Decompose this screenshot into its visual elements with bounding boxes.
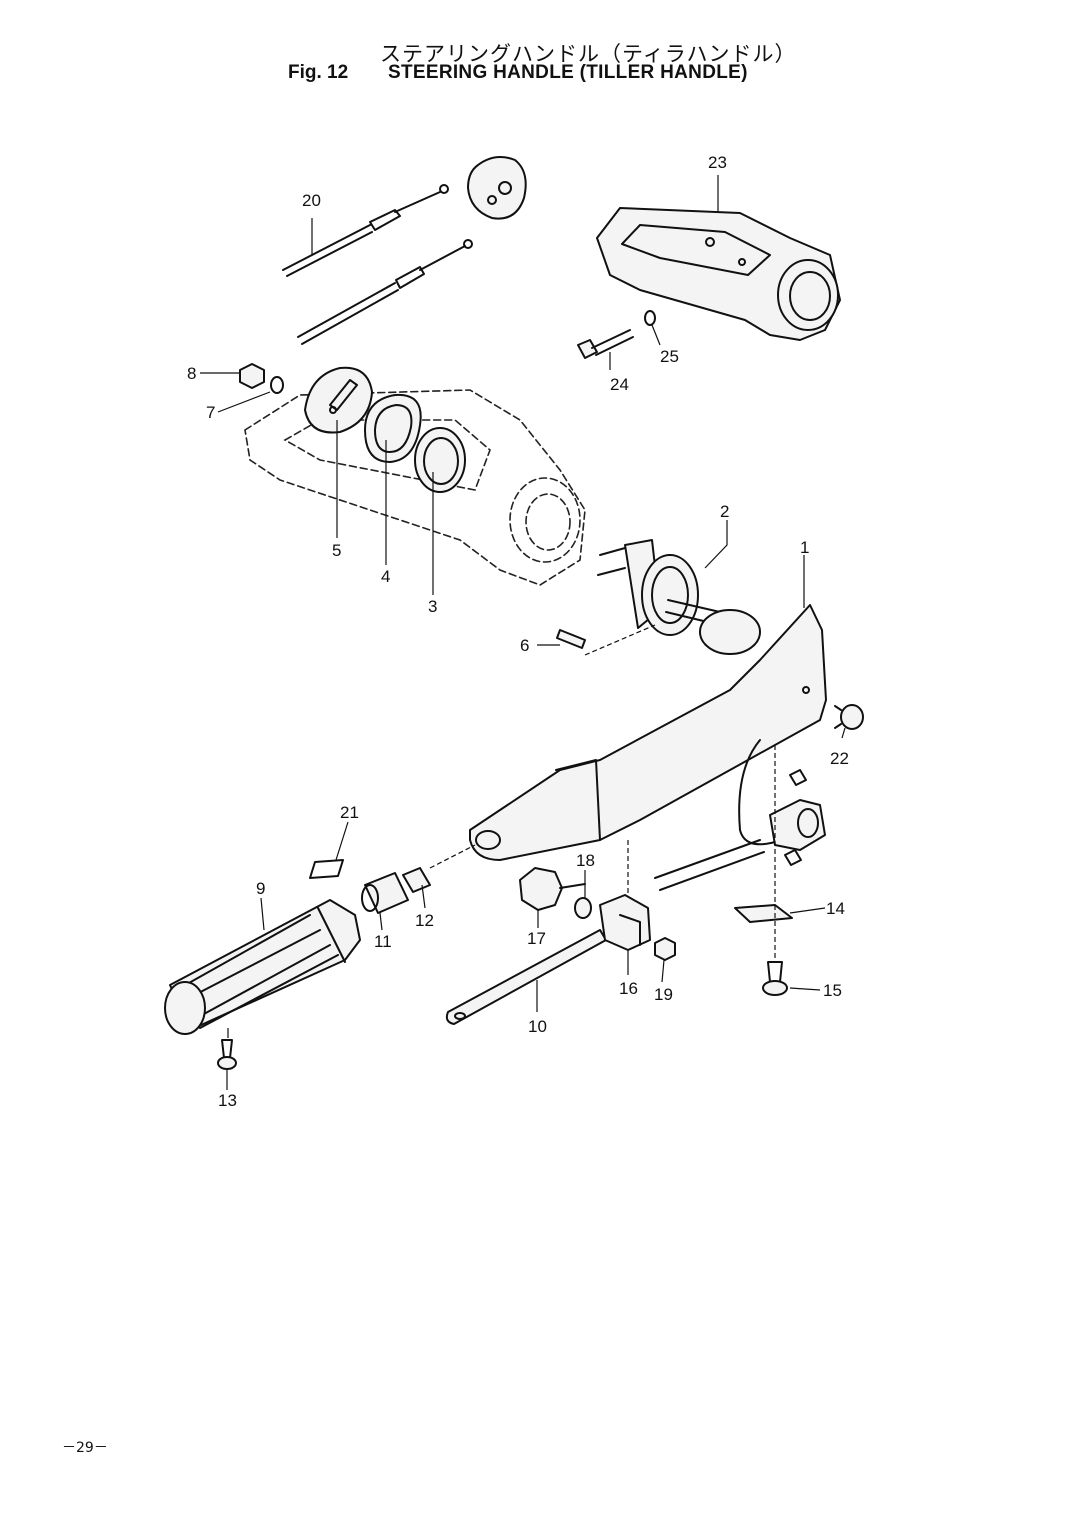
screw-part [217,1039,237,1070]
callout-13: 13 [218,1091,237,1110]
callout-14: 14 [826,899,845,918]
callout-18: 18 [576,851,595,870]
callout-labels: 1 2 3 4 5 6 7 8 9 10 11 12 13 14 15 16 1… [187,153,849,1110]
callout-22: 22 [830,749,849,768]
friction-knob-part [519,867,586,911]
callout-24: 24 [610,375,629,394]
callout-3: 3 [428,597,437,616]
friction-block-part [599,894,651,951]
screw-part [762,961,788,996]
spring-plate-part [734,904,793,923]
friction-rod-part [445,929,607,1025]
bolt-part [577,329,634,359]
callout-6: 6 [520,636,529,655]
callout-7: 7 [206,403,215,422]
callout-23: 23 [708,153,727,172]
throttle-cable-part [282,184,473,345]
plate-part [304,366,373,434]
figure-number: Fig. 12 [288,62,349,83]
callout-20: 20 [302,191,321,210]
insert-part [402,867,431,893]
lower-housing-outline [244,389,586,586]
callout-16: 16 [619,979,638,998]
page-number: －29－ [62,1440,108,1456]
callout-2: 2 [720,502,729,521]
page-title-english: STEERING HANDLE (TILLER HANDLE) [388,62,748,83]
callout-21: 21 [340,803,359,822]
callout-10: 10 [528,1017,547,1036]
callout-5: 5 [332,541,341,560]
decal-part [309,859,344,879]
callout-12: 12 [415,911,434,930]
plug-part [834,704,864,730]
nut-part [654,937,676,961]
cam-piece-part [467,155,527,220]
callout-19: 19 [654,985,673,1004]
handle-bracket-part [596,207,841,341]
callout-1: 1 [800,538,809,557]
callout-25: 25 [660,347,679,366]
callout-11: 11 [374,932,392,951]
washer-part [644,310,656,326]
friction-device-part [654,739,826,891]
throttle-grip-part [164,899,361,1035]
clamp-ring-part [597,539,721,636]
gasket-part [364,393,422,463]
washer-part [270,376,284,394]
callout-8: 8 [187,364,196,383]
collar-part [361,872,409,914]
page-title-japanese: ステアリングハンドル（ティラハンドル） [380,42,797,66]
callout-15: 15 [823,981,842,1000]
callout-17: 17 [527,929,546,948]
nut-part [239,363,265,389]
washer-part [574,897,592,919]
leader-lines [200,175,846,1090]
pin-part [556,629,586,649]
callout-4: 4 [381,567,390,586]
callout-9: 9 [256,879,265,898]
seal-ring-part [414,427,466,493]
tiller-arm-part [469,604,827,861]
